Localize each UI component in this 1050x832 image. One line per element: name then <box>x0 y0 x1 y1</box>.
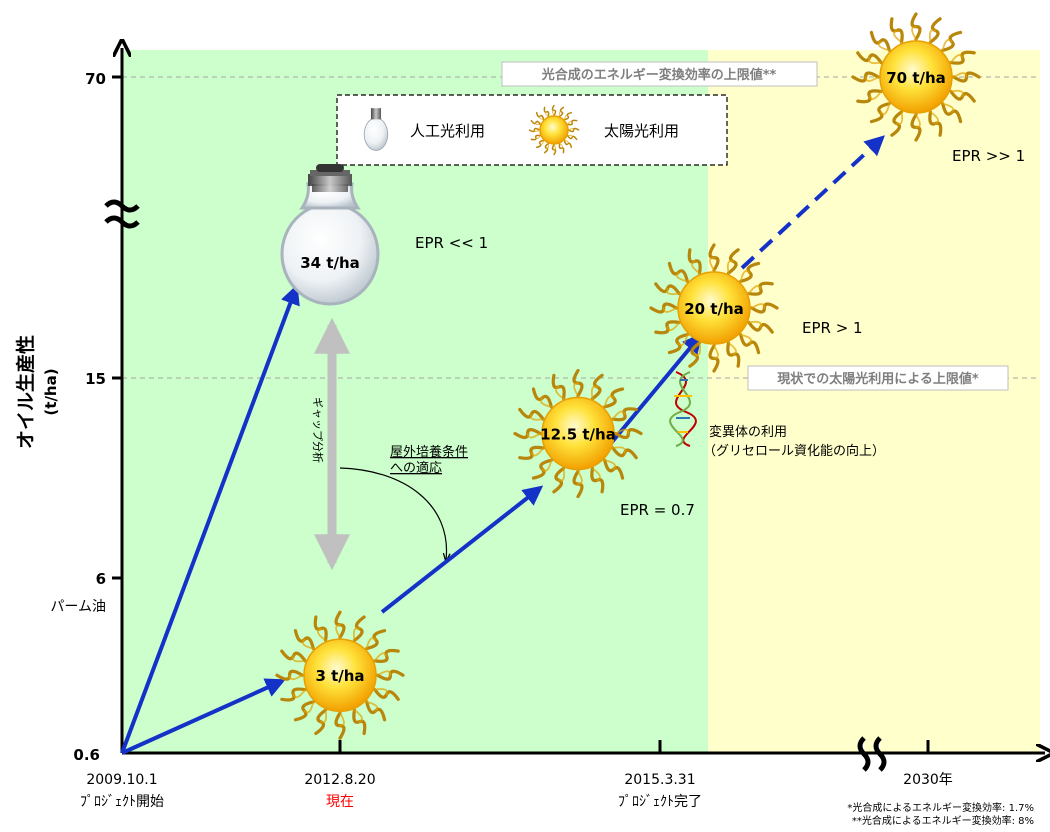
mutant-label-line1: 変異体の利用 <box>709 424 787 440</box>
sun-marker-3 <box>275 610 405 740</box>
y-tick-note-palm-oil: パーム油 <box>50 599 106 615</box>
value-label-34t-ha: 34 t/ha <box>300 254 360 272</box>
x-axis <box>122 736 1045 772</box>
y-tick-15: 15 <box>85 370 106 388</box>
value-label-20t-ha: 20 t/ha <box>684 300 744 318</box>
future-period-zone <box>708 50 1040 753</box>
x-tick-label: 2015.3.31 <box>624 772 695 788</box>
sun-marker-20 <box>649 243 779 373</box>
sun-marker-70 <box>851 12 981 142</box>
y-tick-0.6: 0.6 <box>73 746 100 764</box>
arrow-start-to-34 <box>120 284 300 754</box>
epr-label-70: EPR >> 1 <box>952 147 1025 165</box>
sun-marker-12.5 <box>513 368 643 499</box>
y-axis-title: オイル生産性 <box>14 335 37 449</box>
y-axis-unit: (t/ha) <box>42 368 60 415</box>
dna-icon <box>669 371 697 447</box>
legend-label-sunlight: 太陽光利用 <box>604 122 679 140</box>
reference-line-theoretical: 光合成のエネルギー変換効率の上限値** <box>122 61 1040 87</box>
ref-label-theoretical: 光合成のエネルギー変換効率の上限値** <box>541 67 777 83</box>
y-axis-break-icon <box>104 199 140 229</box>
value-label-3t-ha: 3 t/ha <box>315 667 364 685</box>
legend: 人工光利用 太陽光利用 <box>336 94 728 166</box>
mutant-label-line2: （グリセロール資化能の向上） <box>703 443 885 459</box>
x-axis-break-icon <box>857 736 887 772</box>
epr-label-20: EPR > 1 <box>802 319 863 337</box>
bulb-34-marker <box>280 164 380 306</box>
gap-analysis-arrow: ギャップ分析 <box>311 317 350 571</box>
epr-label-12.5: EPR = 0.7 <box>620 501 695 519</box>
legend-label-artificial: 人工光利用 <box>410 122 485 140</box>
ref-label-current: 現状での太陽光利用による上限値* <box>777 371 979 387</box>
adaptation-label-line2: への適応 <box>390 460 442 476</box>
epr-label-bulb: EPR << 1 <box>415 234 488 252</box>
arrow-12.5-to-20 <box>610 332 703 444</box>
arrow-20-to-70 <box>740 135 885 270</box>
value-label-12.5t-ha: 12.5 t/ha <box>540 426 616 444</box>
y-tick-6: 6 <box>96 570 106 588</box>
value-label-70t-ha: 70 t/ha <box>886 69 946 87</box>
x-tick-label: 2009.10.1 <box>86 772 157 788</box>
x-tick-sublabel: 現在 <box>326 794 354 810</box>
footnote-2: **光合成によるエネルギー変換効率: 8% <box>852 814 1034 827</box>
x-tick-label: 2030年 <box>903 772 953 788</box>
reference-line-current: 現状での太陽光利用による上限値* <box>122 365 1040 391</box>
arrow-start-to-3 <box>121 678 286 755</box>
y-axis <box>104 48 140 753</box>
adaptation-label-line1: 屋外培養条件 <box>390 444 468 460</box>
footnote-1: *光合成によるエネルギー変換効率: 1.7% <box>847 801 1034 814</box>
gap-analysis-label: ギャップ分析 <box>311 397 325 463</box>
x-tick-label: 2012.8.20 <box>304 772 375 788</box>
current-period-zone <box>122 50 708 753</box>
legend-sun-icon <box>528 104 580 156</box>
legend-bulb-icon <box>363 108 389 151</box>
x-tick-sublabel: ﾌﾟﾛｼﾞｪｸﾄ開始 <box>80 794 164 810</box>
y-tick-70: 70 <box>85 70 106 88</box>
x-tick-sublabel: ﾌﾟﾛｼﾞｪｸﾄ完了 <box>618 794 702 810</box>
legend-sun-shape <box>528 104 580 156</box>
arrow-3-to-12.5 <box>380 485 544 614</box>
adaptation-annotation: 屋外培養条件 への適応 <box>339 444 468 560</box>
